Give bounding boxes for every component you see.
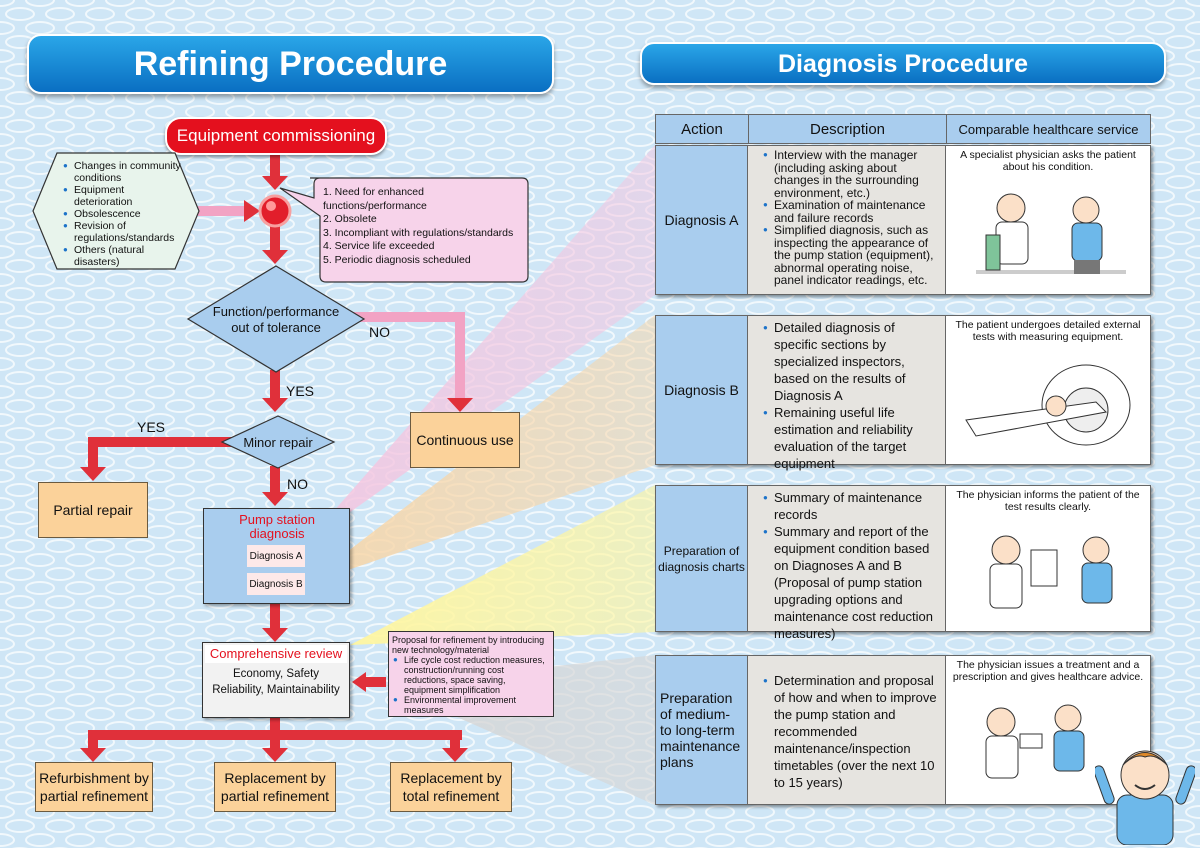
description-item: Examination of maintenance and failure r… <box>763 199 941 224</box>
condition-item: Changes in community conditions <box>63 160 182 184</box>
proposal-box: Proposal for refinement by introducing n… <box>388 631 554 717</box>
description-item: Summary of maintenance records <box>763 489 941 523</box>
decision-2-label: Minor repair <box>243 434 313 450</box>
description-item: Remaining useful life estimation and rel… <box>763 404 941 472</box>
reasons-list: 1. Need for enhanced functions/performan… <box>323 186 528 267</box>
diagnosis-b-tag: Diagnosis B <box>247 573 305 595</box>
doctor-interview-illustration <box>976 193 1126 274</box>
description-item: Interview with the manager (including as… <box>763 149 941 199</box>
condition-item: Obsolescence <box>63 208 182 220</box>
reason-item: 4. Service life exceeded <box>323 240 435 252</box>
fan-diagnosis-a <box>304 145 655 545</box>
healthcare-caption: The physician issues a treatment and a p… <box>952 659 1144 683</box>
yes-label-2: YES <box>137 419 166 435</box>
row-healthcare: The patient undergoes detailed external … <box>946 316 1150 464</box>
review-line-1: Economy, Safety <box>232 668 320 680</box>
refining-title: Refining Procedure <box>27 34 554 94</box>
diagnosis-title: Diagnosis Procedure <box>640 42 1166 85</box>
condition-item: Revision of regulations/standards <box>63 220 182 244</box>
condition-item: Equipment deterioration <box>63 184 182 208</box>
results-illustration <box>989 535 1113 609</box>
conditions-list: Changes in community conditions Equipmen… <box>62 160 182 268</box>
table-row: Diagnosis B Detailed diagnosis of specif… <box>655 315 1151 471</box>
review-line-2: Reliability, Maintainability <box>212 684 340 696</box>
cheering-person-illustration <box>1095 750 1195 845</box>
header-healthcare: Comparable healthcare service <box>958 121 1139 137</box>
description-item: Determination and proposal of how and wh… <box>763 672 941 791</box>
no-label-1: NO <box>369 324 390 340</box>
table-row: Diagnosis A Interview with the manager (… <box>655 145 1151 295</box>
header-action: Action <box>656 115 749 143</box>
row-description: Summary of maintenance records Summary a… <box>748 486 946 641</box>
decision-diamond-2 <box>220 415 336 469</box>
condition-arrow <box>198 200 260 222</box>
table-row: Preparation of diagnosis charts Summary … <box>655 485 1151 641</box>
header-description: Description <box>749 115 947 143</box>
reasons-callout-shape <box>279 177 529 283</box>
description-item: Detailed diagnosis of specific sections … <box>763 319 941 404</box>
reason-item: 5. Periodic diagnosis scheduled <box>323 253 471 266</box>
flow-arrows <box>80 152 468 762</box>
equipment-commissioning-box: Equipment commissioning <box>165 117 387 155</box>
healthcare-caption: The physician informs the patient of the… <box>956 489 1140 513</box>
row-healthcare: The physician issues a treatment and a p… <box>946 656 1150 804</box>
fan-charts <box>350 485 655 645</box>
partial-repair-box: Partial repair <box>38 482 148 538</box>
description-item: Summary and report of the equipment cond… <box>763 523 941 642</box>
prescription-illustration <box>985 704 1085 779</box>
decision-diamond-1 <box>186 265 366 373</box>
row-description: Determination and proposal of how and wh… <box>748 656 946 804</box>
row-description: Interview with the manager (including as… <box>748 146 946 294</box>
row-action: Preparation of medium- to long-term main… <box>656 656 748 804</box>
yes-label-1: YES <box>286 383 315 399</box>
outcome-refurbishment-partial: Refurbishment by partial refinement <box>35 762 153 812</box>
row-healthcare: The physician informs the patient of the… <box>946 486 1150 631</box>
comprehensive-review-box: Comprehensive review Economy, Safety Rel… <box>202 642 350 718</box>
row-healthcare: A specialist physician asks the patient … <box>946 146 1150 294</box>
row-action: Diagnosis B <box>656 316 748 464</box>
condition-item: Others (natural disasters) <box>63 244 182 268</box>
outcome-replacement-total: Replacement by total refinement <box>390 762 512 812</box>
reason-item: 2. Obsolete <box>323 213 377 225</box>
pump-diagnosis-title: Pump station diagnosis <box>239 512 315 541</box>
table-header: Action Description Comparable healthcare… <box>655 114 1151 144</box>
healthcare-caption: A specialist physician asks the patient … <box>960 149 1136 173</box>
reason-item: 3. Incompliant with regulations/standard… <box>323 226 514 239</box>
no-label-2: NO <box>287 476 308 492</box>
healthcare-caption: The patient undergoes detailed external … <box>955 319 1141 343</box>
table-row: Preparation of medium- to long-term main… <box>655 655 1151 805</box>
reason-item: 1. Need for enhanced functions/performan… <box>323 186 427 212</box>
proposal-item: Environmental improvement measures <box>393 695 550 715</box>
row-description: Detailed diagnosis of specific sections … <box>748 316 946 471</box>
diagnosis-a-tag: Diagnosis A <box>247 545 305 567</box>
description-item: Simplified diagnosis, such as inspecting… <box>763 224 941 287</box>
outcome-replacement-partial: Replacement by partial refinement <box>214 762 336 812</box>
row-action: Diagnosis A <box>656 146 748 294</box>
continuous-use-box: Continuous use <box>410 412 520 468</box>
proposal-item: Life cycle cost reduction measures, cons… <box>393 655 550 695</box>
scanner-illustration <box>965 364 1131 446</box>
proposal-title: Proposal for refinement by introducing n… <box>392 635 545 655</box>
row-action: Preparation of diagnosis charts <box>656 486 748 631</box>
review-title: Comprehensive review <box>205 645 347 663</box>
decision-1-label: Function/performance out of tolerance <box>212 304 340 335</box>
no-connector <box>330 312 473 412</box>
